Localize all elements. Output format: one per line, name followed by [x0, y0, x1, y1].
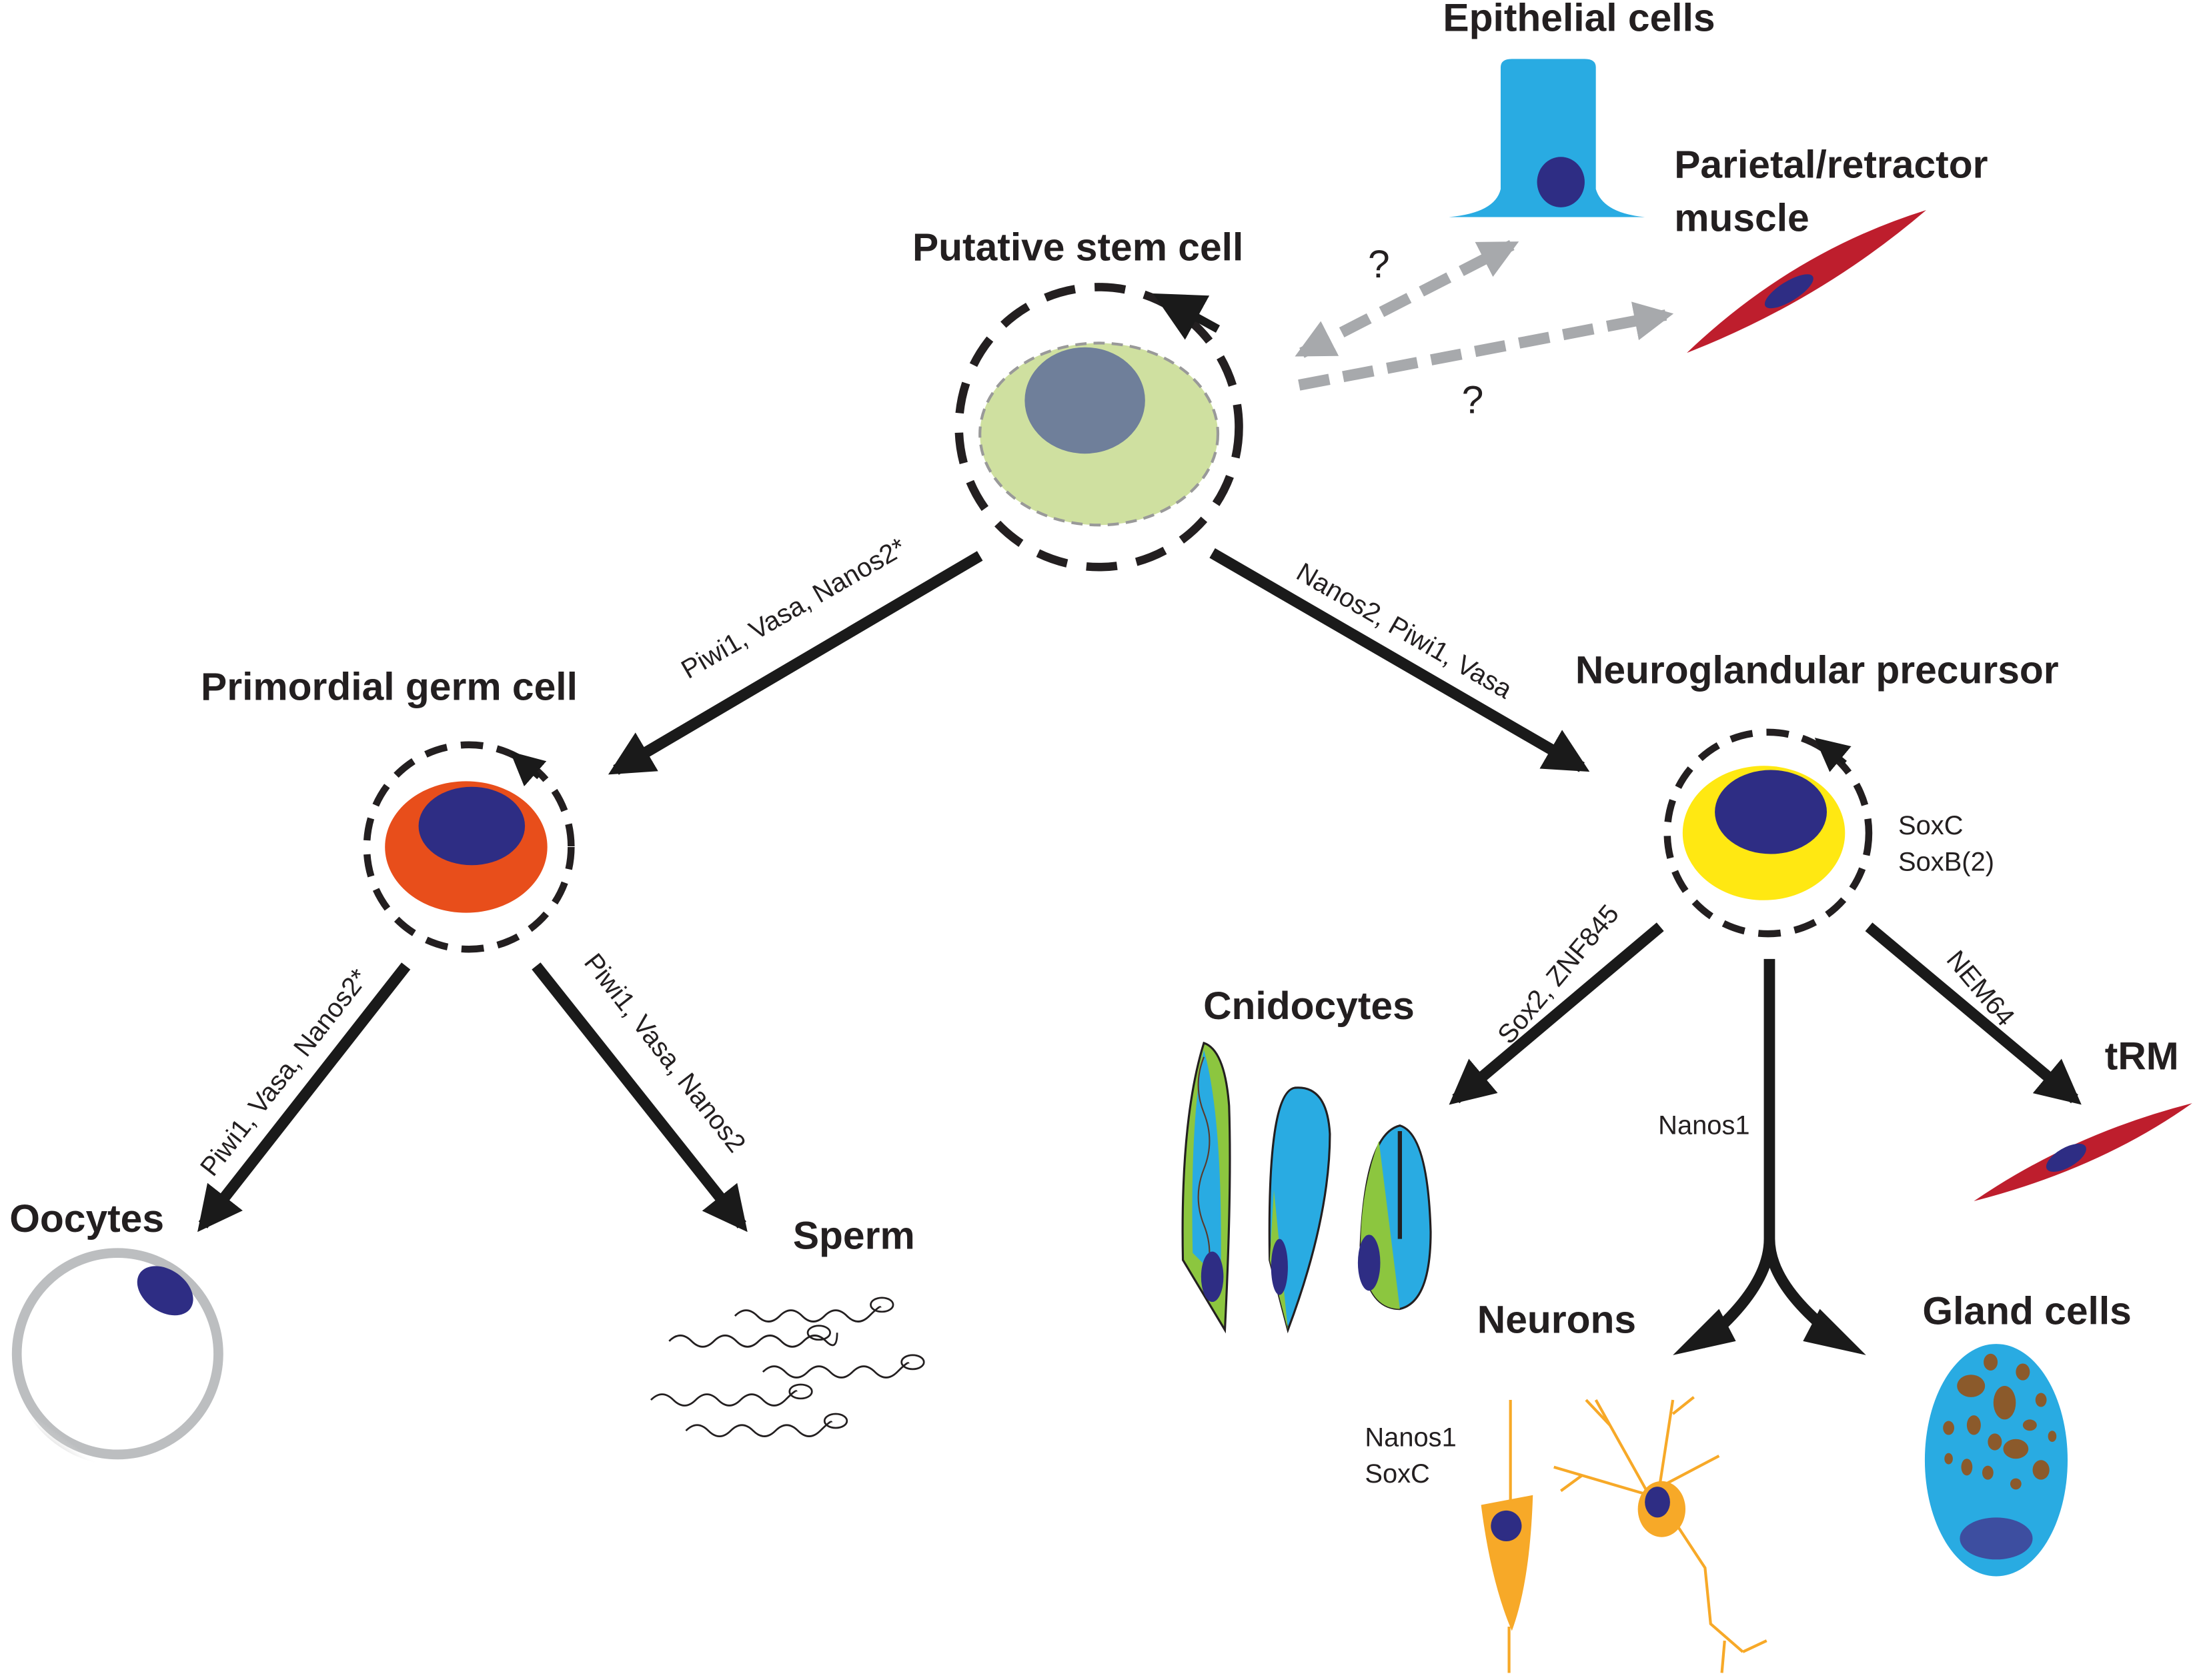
muscle-title-1: Parietal/retractor: [1674, 143, 1988, 187]
gland-title: Gland cells: [1922, 1290, 2131, 1333]
label-pgc-to-oocytes: Piwi1, Vasa, Nanos2*: [195, 964, 374, 1182]
stem-cell-title: Putative stem cell: [912, 226, 1243, 269]
label-ngp-to-neurons-gland: Nanos1: [1658, 1110, 1749, 1140]
arrow-pgc-to-sperm: [532, 962, 748, 1232]
neurons-marker-soxc: SoxC: [1365, 1459, 1429, 1489]
trm-title: tRM: [2105, 1035, 2179, 1078]
sperm-title: Sperm: [793, 1214, 915, 1257]
arrow-ngp-to-neurons-gland: [1697, 958, 1849, 1349]
trm-cell-icon: [1974, 1103, 2192, 1202]
neurons-title: Neurons: [1477, 1298, 1636, 1341]
sperm-icon: [650, 1297, 925, 1437]
epithelial-title: Epithelial cells: [1443, 0, 1715, 39]
cnidocytes-icon: [1181, 1041, 1432, 1334]
muscle-dashed-arrow: [1298, 301, 1674, 391]
gland-cell-icon: [1924, 1344, 2068, 1577]
neuroglandular-precursor-cell: [1663, 728, 1873, 938]
neurons-marker-nanos1: Nanos1: [1365, 1423, 1456, 1452]
epithelial-question: ?: [1368, 243, 1390, 286]
arrowhead-neurons: [1673, 1309, 1736, 1355]
muscle-title-2: muscle: [1674, 196, 1809, 239]
label-stem-to-ngp: Nanos2, Piwi1, Vasa: [1291, 558, 1517, 705]
arrow-ngp-to-trm: [1865, 922, 2082, 1105]
arrow-pgc-to-oocytes: [197, 962, 411, 1232]
arrow-stem-to-ngp: [1209, 548, 1590, 772]
pgc-title: Primordial germ cell: [201, 666, 578, 709]
putative-stem-cell: [954, 283, 1243, 572]
ngp-marker-soxc: SoxC: [1898, 811, 1963, 840]
muscle-question: ?: [1462, 378, 1484, 422]
neurons-icon: [1481, 1396, 1767, 1673]
arrow-ngp-to-cnidocytes: [1449, 922, 1664, 1105]
oocytes-title: Oocytes: [9, 1197, 164, 1240]
cnidocytes-title: Cnidocytes: [1203, 984, 1415, 1028]
arrow-stem-to-pgc: [608, 551, 983, 775]
muscle-cell-icon: [1687, 210, 1927, 353]
ngp-title: Neuroglandular precursor: [1575, 648, 2059, 692]
ngp-marker-soxb2: SoxB(2): [1898, 848, 1994, 877]
epithelial-cell-icon: [1449, 59, 1645, 217]
primordial-germ-cell: [363, 741, 575, 953]
epithelial-dashed-arrow: [1295, 240, 1519, 358]
oocyte-icon: [11, 1248, 223, 1463]
arrowhead-gland: [1803, 1309, 1866, 1355]
